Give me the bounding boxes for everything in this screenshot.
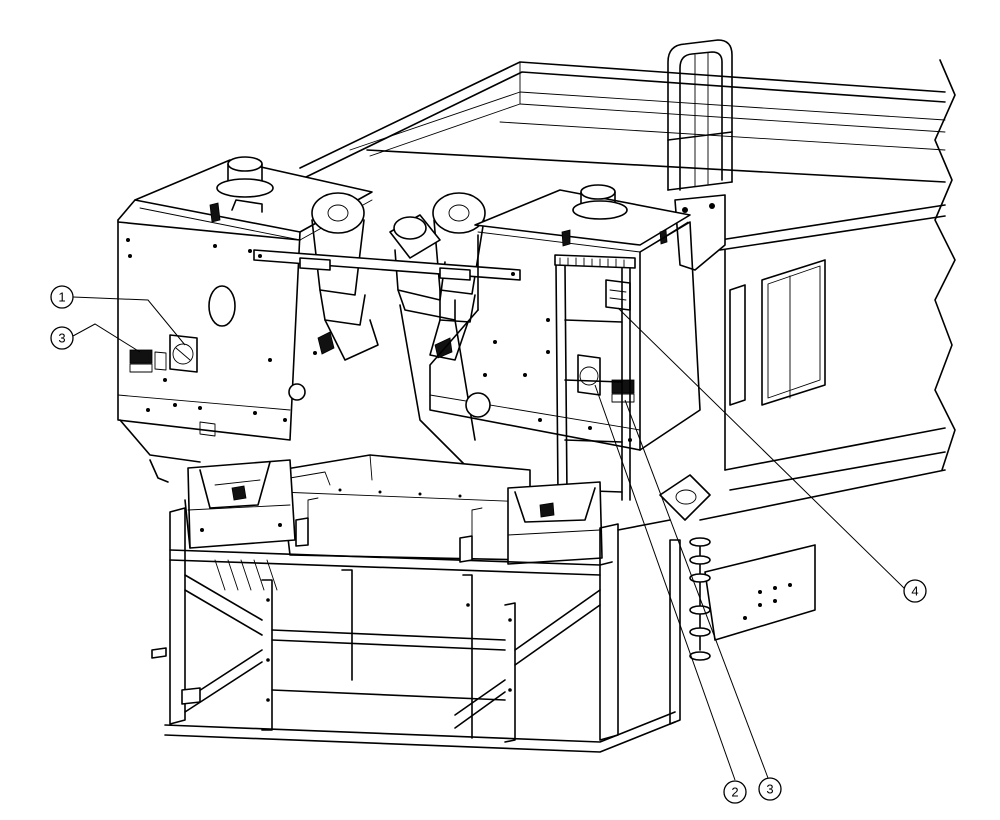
callout-4: 4 [903,579,927,603]
center-augers [253,192,521,471]
callout-3-bottom: 3 [758,777,782,801]
frame [151,497,681,753]
spring-stack [689,537,711,661]
truck-bed [299,61,946,641]
callout-3-left-label: 3 [58,331,65,346]
callout-3-left: 3 [50,326,74,350]
warning-decal-icon [129,349,153,364]
leader-line [617,307,907,591]
callout-2-label: 2 [731,785,738,800]
callout-1: 1 [50,285,74,309]
callout-3-bottom-label: 3 [766,782,773,797]
break-line [934,59,956,471]
right-hopper [429,184,701,451]
leader-line [72,323,141,353]
callout-2: 2 [723,780,747,804]
callout-4-label: 4 [911,584,918,599]
callouts: 1 3 4 2 3 [50,285,927,804]
leader-line [594,384,736,781]
callout-1-label: 1 [58,290,65,305]
spinner-assembly [184,454,711,591]
leader-line [72,296,186,346]
leader-line [624,399,769,779]
